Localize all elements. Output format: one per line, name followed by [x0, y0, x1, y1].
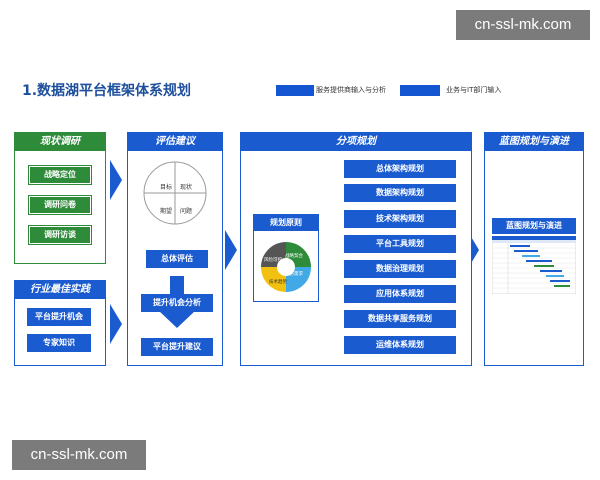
item-platform-opportunity: 平台提升机会	[27, 308, 91, 326]
legend-swatch-business	[400, 85, 440, 96]
panel-best-header: 行业最佳实践	[15, 281, 105, 299]
legend-label-provider: 服务提供商输入与分析	[316, 86, 386, 94]
plan-item-overall-architecture: 总体架构规划	[344, 160, 456, 178]
matrix-problem: 问题	[180, 208, 193, 215]
roadmap-gantt-thumbnail	[492, 236, 576, 294]
planning-principle-label: 规划原则	[254, 215, 318, 231]
pie-label-risk: 风险可控	[264, 258, 282, 263]
matrix-goal: 目标	[160, 184, 173, 191]
item-strategy: 战略定位	[29, 166, 91, 184]
panel-current-header: 现状调研	[15, 133, 105, 151]
legend-label-business: 业务与IT部门输入	[446, 86, 502, 94]
panel-blueprint-header: 蓝图规划与演进	[485, 133, 583, 151]
blueprint-label: 蓝图规划与演进	[492, 218, 576, 234]
panel-assess-header: 评估建议	[128, 133, 222, 151]
step-opportunity-analysis-label: 提升机会分析	[141, 294, 213, 312]
watermark-top: cn-ssl-mk.com	[456, 10, 590, 40]
chevron-right-icon	[225, 230, 237, 270]
matrix-current: 现状	[180, 184, 193, 191]
principle-pie-chart	[261, 242, 311, 292]
step-platform-suggestion: 平台提升建议	[141, 338, 213, 356]
legend-swatch-provider	[276, 85, 314, 96]
plan-item-tech-architecture: 技术架构规划	[344, 210, 456, 228]
assessment-matrix-circle	[143, 161, 207, 225]
page-title: 1.数据湖平台框架体系规划	[22, 83, 192, 99]
pie-label-tech: 技术趋势	[269, 280, 287, 285]
panel-sub-header: 分项规划	[241, 133, 471, 151]
matrix-expectation: 期望	[160, 208, 173, 215]
item-survey: 调研问卷	[29, 196, 91, 214]
chevron-right-icon	[110, 304, 122, 344]
pie-label-business: 业务需求	[285, 272, 303, 277]
watermark-bottom: cn-ssl-mk.com	[12, 440, 146, 470]
plan-item-platform-tools: 平台工具规划	[344, 235, 456, 253]
plan-item-operations: 运维体系规划	[344, 336, 456, 354]
chevron-right-icon	[110, 160, 122, 200]
item-expert-knowledge: 专家知识	[27, 334, 91, 352]
plan-item-data-sharing: 数据共享服务规划	[344, 310, 456, 328]
item-interview: 调研访谈	[29, 226, 91, 244]
pie-label-strategy: 战略契合	[285, 254, 303, 259]
step-overall-assessment: 总体评估	[146, 250, 208, 268]
plan-item-data-architecture: 数据架构规划	[344, 184, 456, 202]
plan-item-data-governance: 数据治理规划	[344, 260, 456, 278]
plan-item-application-system: 应用体系规划	[344, 285, 456, 303]
